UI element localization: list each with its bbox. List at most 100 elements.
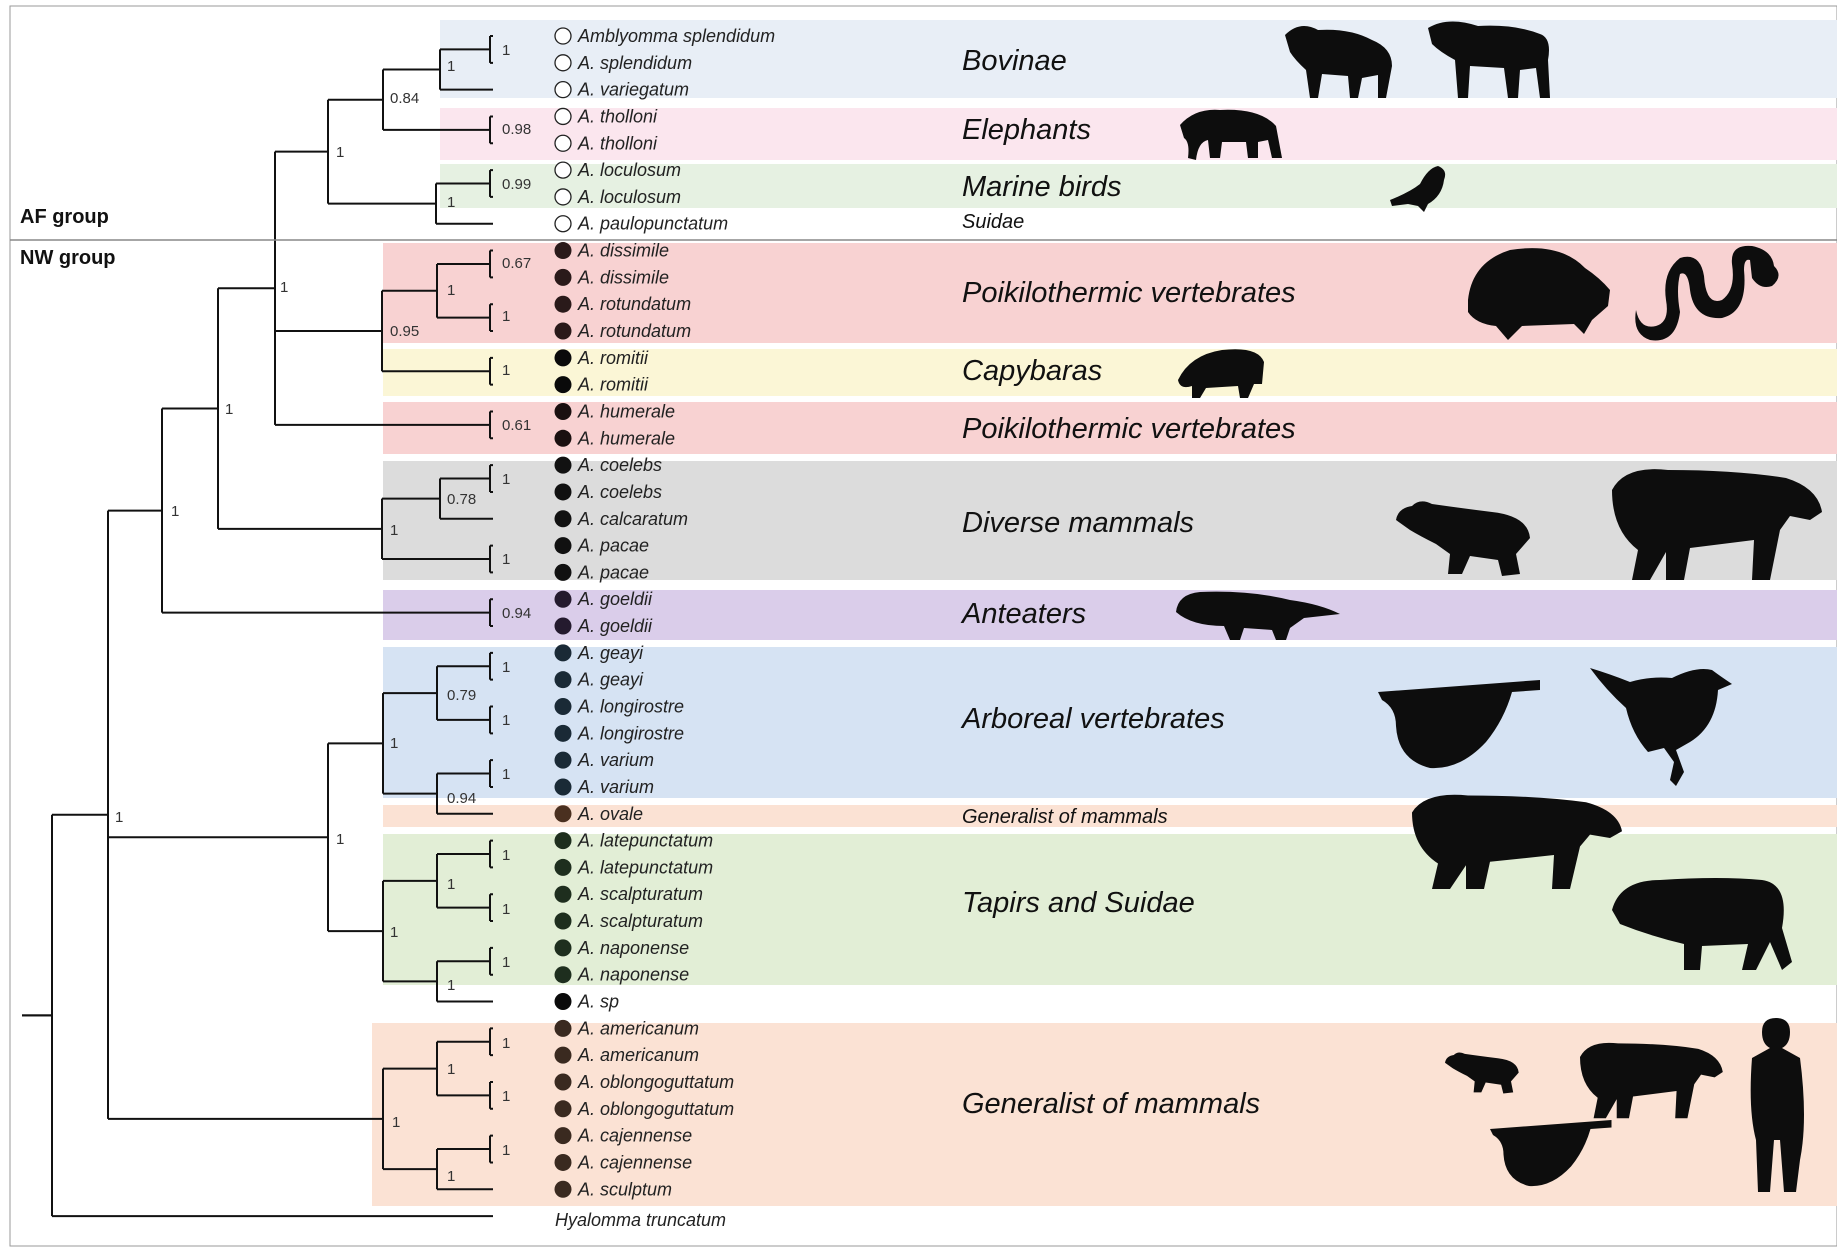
tip-marker-filled bbox=[555, 913, 572, 930]
tip-marker-filled bbox=[555, 993, 572, 1010]
support-value: 1 bbox=[447, 194, 455, 211]
tip-label: A. romitii bbox=[577, 375, 649, 395]
host-label: Anteaters bbox=[960, 598, 1086, 630]
tip-marker-filled bbox=[555, 591, 572, 608]
tip-label: A. scalpturatum bbox=[577, 884, 703, 904]
tip-marker-filled bbox=[555, 618, 572, 635]
tip-label: A. pacae bbox=[577, 536, 649, 556]
tip-label: A. cajennense bbox=[577, 1126, 692, 1146]
support-value: 1 bbox=[390, 924, 398, 941]
support-value: 0.67 bbox=[502, 255, 531, 272]
support-value: 0.94 bbox=[447, 790, 476, 807]
tip-label: A. ovale bbox=[577, 804, 643, 824]
tip-marker-filled bbox=[555, 886, 572, 903]
tip-label: Hyalomma truncatum bbox=[555, 1210, 726, 1230]
tip-marker-filled bbox=[555, 832, 572, 849]
tip-label: A. calcaratum bbox=[577, 509, 688, 529]
tip-marker-filled bbox=[555, 564, 572, 581]
host-label: Arboreal vertebrates bbox=[960, 703, 1225, 735]
tip-marker-filled bbox=[555, 859, 572, 876]
host-label: Diverse mammals bbox=[962, 507, 1194, 539]
tip-marker-filled bbox=[555, 752, 572, 769]
host-label: Poikilothermic vertebrates bbox=[962, 277, 1296, 309]
tip-label: Amblyomma splendidum bbox=[577, 26, 775, 46]
host-label: Suidae bbox=[962, 211, 1024, 233]
tip-marker-filled bbox=[555, 966, 572, 983]
support-value: 1 bbox=[502, 471, 510, 488]
tip-marker-open bbox=[555, 135, 571, 151]
tip-marker-filled bbox=[555, 537, 572, 554]
tip-marker-filled bbox=[555, 805, 572, 822]
tip-label: A. loculosum bbox=[577, 187, 681, 207]
support-value: 1 bbox=[171, 503, 179, 520]
tip-marker-filled bbox=[555, 1100, 572, 1117]
support-value: 1 bbox=[502, 551, 510, 568]
tip-label: A. scalpturatum bbox=[577, 911, 703, 931]
tip-label: A. rotundatum bbox=[577, 294, 691, 314]
tip-label: A. sculptum bbox=[577, 1179, 672, 1199]
tip-marker-open bbox=[555, 108, 571, 124]
support-value: 1 bbox=[502, 308, 510, 325]
tip-marker-filled bbox=[555, 1020, 572, 1037]
host-label: Marine birds bbox=[962, 171, 1122, 203]
tip-label: A. tholloni bbox=[577, 133, 658, 153]
support-value: 1 bbox=[502, 1142, 510, 1159]
tip-marker-filled bbox=[555, 403, 572, 420]
support-value: 0.61 bbox=[502, 417, 531, 434]
tip-label: A. latepunctatum bbox=[577, 831, 713, 851]
tip-marker-filled bbox=[555, 296, 572, 313]
support-value: 0.84 bbox=[390, 90, 419, 107]
support-value: 1 bbox=[225, 401, 233, 418]
host-label: Bovinae bbox=[962, 45, 1067, 77]
tip-marker-filled bbox=[555, 349, 572, 366]
tip-marker-filled bbox=[555, 939, 572, 956]
tip-label: A. varium bbox=[577, 777, 654, 797]
tip-marker-filled bbox=[555, 1073, 572, 1090]
tip-label: A. naponense bbox=[577, 965, 689, 985]
tip-marker-filled bbox=[555, 269, 572, 286]
tip-label: A. humerale bbox=[577, 401, 675, 421]
tip-marker-filled bbox=[555, 323, 572, 340]
support-value: 1 bbox=[390, 735, 398, 752]
support-value: 1 bbox=[447, 58, 455, 75]
support-value: 1 bbox=[447, 1168, 455, 1185]
tip-marker-filled bbox=[555, 671, 572, 688]
support-value: 1 bbox=[115, 809, 123, 826]
tip-marker-filled bbox=[555, 1181, 572, 1198]
tip-marker-filled bbox=[555, 457, 572, 474]
support-value: 1 bbox=[502, 712, 510, 729]
host-label: Poikilothermic vertebrates bbox=[962, 413, 1296, 445]
support-value: 1 bbox=[390, 522, 398, 539]
tip-marker-filled bbox=[555, 1047, 572, 1064]
support-value: 1 bbox=[502, 847, 510, 864]
tip-label: A. goeldii bbox=[577, 589, 653, 609]
support-value: 1 bbox=[502, 42, 510, 59]
support-value: 1 bbox=[447, 282, 455, 299]
tip-label: A. oblongoguttatum bbox=[577, 1099, 734, 1119]
tip-label: A. tholloni bbox=[577, 106, 658, 126]
support-value: 1 bbox=[502, 362, 510, 379]
support-value: 1 bbox=[447, 876, 455, 893]
support-value: 1 bbox=[336, 144, 344, 161]
support-value: 0.78 bbox=[447, 491, 476, 508]
host-label: Generalist of mammals bbox=[962, 1088, 1260, 1120]
tip-label: A. geayi bbox=[577, 643, 644, 663]
tip-marker-filled bbox=[555, 1127, 572, 1144]
support-value: 1 bbox=[502, 659, 510, 676]
support-value: 0.99 bbox=[502, 176, 531, 193]
tip-marker-open bbox=[555, 216, 571, 232]
tip-marker-open bbox=[555, 189, 571, 205]
support-value: 1 bbox=[502, 954, 510, 971]
support-value: 1 bbox=[392, 1114, 400, 1131]
tip-marker-filled bbox=[555, 698, 572, 715]
tip-marker-filled bbox=[555, 644, 572, 661]
support-value: 0.98 bbox=[502, 121, 531, 138]
support-value: 0.79 bbox=[447, 687, 476, 704]
tip-marker-open bbox=[555, 28, 571, 44]
host-label: Generalist of mammals bbox=[962, 806, 1168, 828]
tip-label: A. goeldii bbox=[577, 616, 653, 636]
tip-label: A. splendidum bbox=[577, 53, 692, 73]
tip-label: A. varium bbox=[577, 750, 654, 770]
tip-label: A. paulopunctatum bbox=[577, 214, 728, 234]
